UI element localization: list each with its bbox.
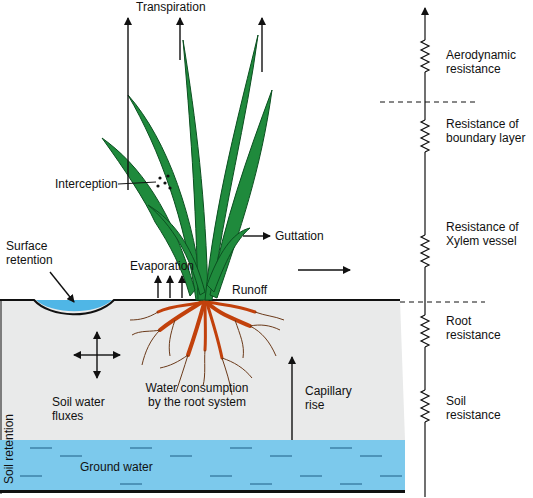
water-dash [300, 476, 322, 477]
process-label: Interception [55, 177, 125, 191]
water-dashes [0, 440, 405, 493]
water-dash [30, 448, 52, 449]
process-label: Evaporation [130, 259, 210, 273]
water-dash [20, 476, 42, 477]
process-label: Transpiration [136, 0, 226, 14]
process-label: Root resistance [446, 314, 518, 342]
water-dash [340, 484, 362, 485]
process-label: Soil water fluxes [52, 395, 118, 423]
divider-line [400, 302, 485, 303]
water-dash [130, 448, 152, 449]
water-dash [60, 456, 82, 457]
interception-drops [156, 174, 171, 189]
water-dash [380, 476, 402, 477]
water-dash [170, 456, 192, 457]
water-dash [250, 484, 272, 485]
water-dash [210, 476, 232, 477]
leader-line [118, 182, 156, 184]
process-label: Runoff [232, 283, 292, 297]
soil-region [0, 300, 405, 440]
water-dash [120, 484, 142, 485]
flux-arrows [50, 18, 350, 440]
process-label: Soil resistance [446, 394, 518, 422]
side-label: Soil retention [2, 394, 16, 484]
water-dash [230, 448, 252, 449]
process-label: Resistance of boundary layer [446, 117, 533, 145]
node-text: Ground water [80, 460, 153, 474]
water-dash [270, 456, 292, 457]
water-dash [330, 448, 352, 449]
divider-line [380, 102, 475, 103]
resistor-chain [421, 8, 429, 497]
process-label: Water consumption by the root system [138, 381, 256, 409]
root-system [158, 300, 255, 358]
process-label: Aerodynamic resistance [446, 48, 531, 76]
groundwater-band: Ground water [0, 440, 405, 493]
process-label: Guttation [275, 229, 345, 243]
process-label: Resistance of Xylem vessel [446, 220, 533, 248]
process-label: Surface retention [6, 239, 68, 267]
water-dash [360, 456, 382, 457]
process-label: Capillary rise [305, 384, 365, 412]
